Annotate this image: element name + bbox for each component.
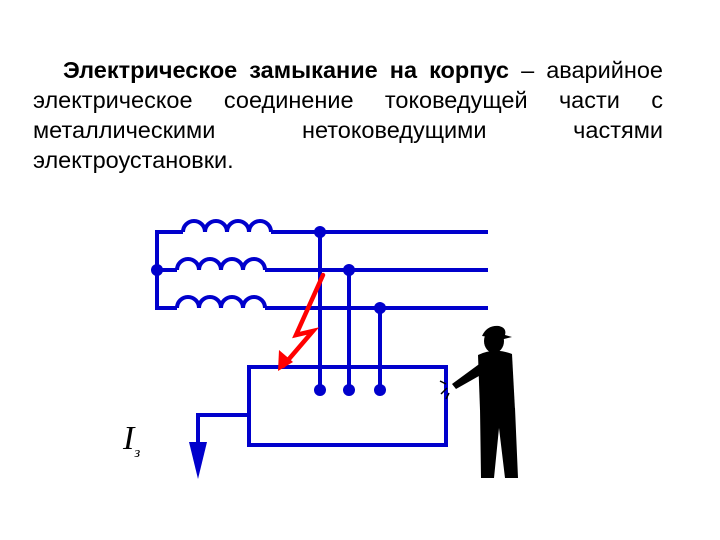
equipment-enclosure <box>247 365 448 447</box>
junction-dot <box>374 302 386 314</box>
terminal-dot <box>314 384 326 396</box>
terminal-dot <box>374 384 386 396</box>
current-symbol: I <box>123 420 135 457</box>
definition-term: Электрическое замыкание на корпус <box>63 57 510 83</box>
person-cap <box>482 325 512 339</box>
person-arm <box>452 362 486 389</box>
definition-paragraph: Электрическое замыкание на корпус – авар… <box>33 55 663 175</box>
person-touching-enclosure <box>452 325 518 478</box>
definition-text: аварийное электрическое соединение токов… <box>33 57 663 173</box>
fault-current-label: Iз <box>123 420 140 462</box>
ground-path <box>196 413 249 460</box>
circuit-wiring <box>155 219 488 460</box>
fault-arrowhead <box>278 350 293 371</box>
definition-dash: – <box>509 57 547 83</box>
winding-3 <box>175 295 267 309</box>
winding-1 <box>181 219 273 233</box>
junction-dots <box>151 226 386 396</box>
junction-dot <box>151 264 163 276</box>
contact-sparks <box>439 380 450 400</box>
person-torso <box>478 350 515 410</box>
fault-lightning-icon <box>280 272 326 369</box>
junction-dot <box>343 264 355 276</box>
person-legs <box>480 408 518 478</box>
winding-2 <box>175 257 267 271</box>
ground-current-arrow <box>189 442 207 479</box>
junction-dot <box>314 226 326 238</box>
terminal-dot <box>343 384 355 396</box>
current-subscript: з <box>134 444 141 461</box>
